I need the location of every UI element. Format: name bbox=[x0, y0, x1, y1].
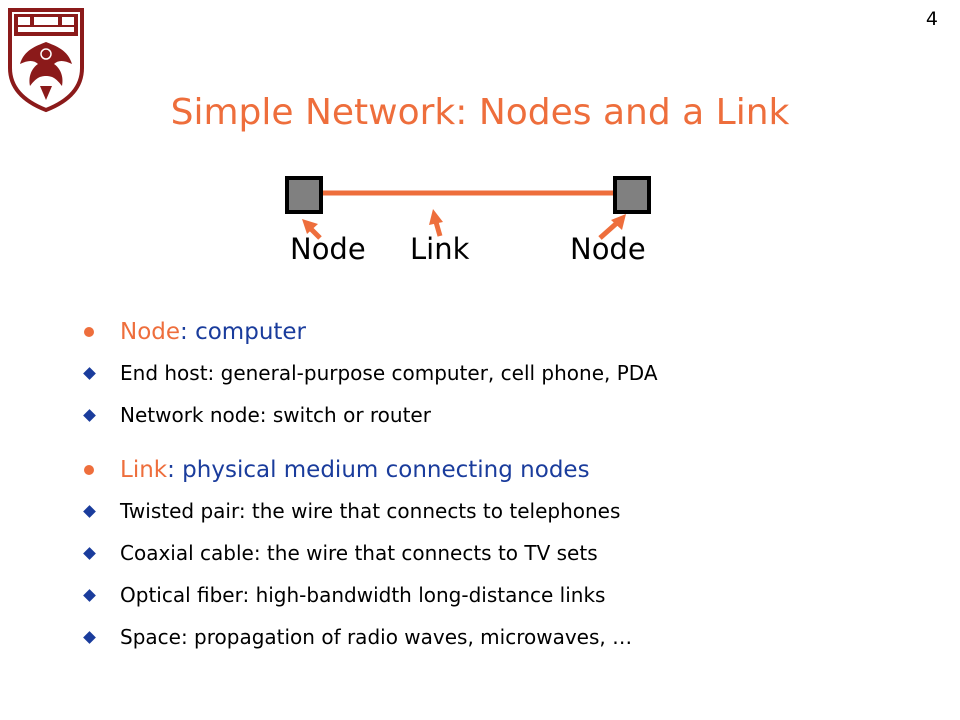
bullet-dot-icon bbox=[84, 465, 94, 475]
sub-bullet: Coaxial cable: the wire that connects to… bbox=[82, 532, 942, 574]
bullet-term: Node bbox=[120, 319, 181, 345]
bullet-dot-icon bbox=[84, 327, 94, 337]
diamond-bullet-icon bbox=[83, 547, 96, 560]
bullet-text: : physical medium connecting nodes bbox=[167, 457, 590, 483]
bullet-text: : computer bbox=[180, 319, 307, 345]
sub-bullet: End host: general-purpose computer, cell… bbox=[82, 352, 942, 394]
bullet-term: Link bbox=[120, 457, 168, 483]
arrow-link bbox=[429, 209, 443, 237]
diamond-bullet-icon bbox=[83, 367, 96, 380]
sub-bullet-text: Optical fiber: high-bandwidth long-dista… bbox=[120, 583, 606, 607]
bullet-link: Link: physical medium connecting nodes bbox=[82, 450, 942, 490]
diamond-bullet-icon bbox=[83, 631, 96, 644]
diamond-bullet-icon bbox=[83, 409, 96, 422]
university-seal-icon bbox=[8, 8, 84, 113]
slide-title: Simple Network: Nodes and a Link bbox=[170, 92, 790, 133]
label-node-left: Node bbox=[290, 232, 366, 266]
node-right-box bbox=[613, 176, 651, 214]
network-diagram bbox=[285, 176, 651, 240]
sub-bullet-text: Twisted pair: the wire that connects to … bbox=[120, 499, 621, 523]
bullet-node: Node: computer bbox=[82, 312, 942, 352]
sub-bullet: Twisted pair: the wire that connects to … bbox=[82, 490, 942, 532]
sub-bullet-text: Coaxial cable: the wire that connects to… bbox=[120, 541, 598, 565]
label-link: Link bbox=[410, 232, 470, 266]
arrow-node-left bbox=[302, 219, 322, 240]
node-left-box bbox=[285, 176, 323, 214]
sub-bullet-text: End host: general-purpose computer, cell… bbox=[120, 361, 658, 385]
sub-bullet: Optical fiber: high-bandwidth long-dista… bbox=[82, 574, 942, 616]
sub-bullet: Network node: switch or router bbox=[82, 394, 942, 436]
sub-bullet: Space: propagation of radio waves, micro… bbox=[82, 616, 942, 658]
sub-bullet-text: Space: propagation of radio waves, micro… bbox=[120, 625, 633, 649]
diamond-bullet-icon bbox=[83, 505, 96, 518]
arrow-node-right bbox=[598, 214, 626, 240]
page-number: 4 bbox=[925, 8, 938, 30]
diamond-bullet-icon bbox=[83, 589, 96, 602]
label-node-right: Node bbox=[570, 232, 646, 266]
bullet-list: Node: computer End host: general-purpose… bbox=[82, 312, 942, 658]
sub-bullet-text: Network node: switch or router bbox=[120, 403, 431, 427]
